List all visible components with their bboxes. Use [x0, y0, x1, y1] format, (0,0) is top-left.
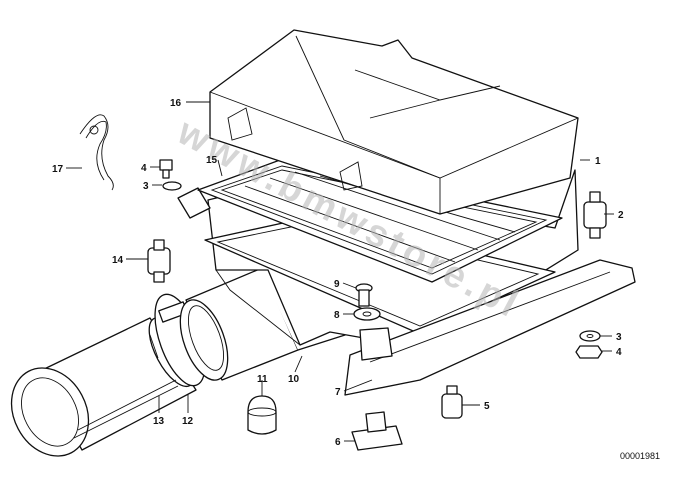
rubber-mount-5 [441, 385, 463, 419]
callout-3-right: 3 [616, 332, 622, 343]
screw [355, 283, 373, 307]
callout-numbers: 1 2 3 4 5 6 7 8 9 10 11 12 13 14 15 16 1… [52, 98, 624, 448]
callout-8: 8 [334, 310, 340, 321]
callout-10: 10 [288, 374, 300, 385]
rubber-cap [247, 395, 277, 435]
washer-3-left [162, 181, 182, 191]
callout-14: 14 [112, 255, 124, 266]
bracket [351, 411, 403, 451]
small-screw [159, 159, 173, 179]
callout-13: 13 [153, 416, 165, 427]
holder-plate [344, 259, 636, 396]
leader-lines [66, 101, 614, 442]
filter-element [197, 159, 563, 283]
washer-3 [579, 330, 601, 342]
catalog-number: 00001981 [620, 451, 661, 461]
callout-3-left: 3 [143, 181, 149, 192]
callout-12: 12 [182, 416, 194, 427]
rubber-mount-14 [147, 239, 171, 283]
callout-4-right: 4 [616, 347, 622, 358]
callout-4-left: 4 [141, 163, 147, 174]
callout-15: 15 [206, 155, 218, 166]
callout-11: 11 [257, 374, 268, 385]
housing-cover [209, 29, 579, 215]
callout-9: 9 [334, 279, 340, 290]
callout-16: 16 [170, 98, 182, 109]
callout-17: 17 [52, 164, 64, 175]
spring-clip [79, 114, 114, 191]
callout-6: 6 [335, 437, 341, 448]
callout-2: 2 [618, 210, 624, 221]
callout-1: 1 [595, 156, 601, 167]
callout-5: 5 [484, 401, 490, 412]
callout-7: 7 [335, 387, 341, 398]
rubber-mount-2 [583, 191, 607, 239]
housing-gasket [204, 215, 556, 335]
nut [575, 345, 603, 359]
washer-8 [353, 307, 381, 321]
